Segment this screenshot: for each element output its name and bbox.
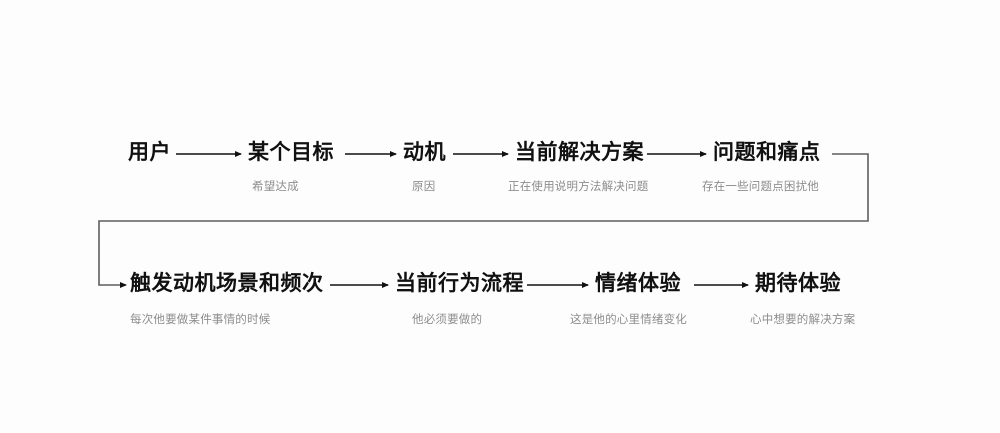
- node-expected-experience[interactable]: 期待体验: [755, 273, 841, 294]
- node-goal-label: 某个目标: [248, 141, 334, 164]
- node-current-behavior[interactable]: 当前行为流程: [395, 273, 524, 294]
- node-emotional-experience-sub: 这是他的心里情绪变化: [570, 314, 687, 326]
- wrap-connector: [98, 153, 869, 288]
- node-user-label: 用户: [128, 141, 171, 164]
- node-goal[interactable]: 某个目标: [248, 142, 334, 163]
- node-current-behavior-sub: 他必须要做的: [412, 314, 483, 326]
- node-user[interactable]: 用户: [128, 142, 171, 163]
- node-current-solution-label: 当前解决方案: [515, 141, 644, 164]
- node-emotional-experience-label: 情绪体验: [595, 272, 681, 295]
- node-current-behavior-label: 当前行为流程: [395, 272, 524, 295]
- node-trigger-scene-label: 触发动机场景和频次: [130, 272, 324, 295]
- node-motive[interactable]: 动机: [403, 142, 446, 163]
- node-motive-label: 动机: [403, 141, 446, 164]
- node-emotional-experience[interactable]: 情绪体验: [595, 273, 681, 294]
- node-expected-experience-sub: 心中想要的解决方案: [750, 314, 856, 326]
- node-expected-experience-label: 期待体验: [755, 272, 841, 295]
- node-goal-sub: 希望达成: [252, 181, 299, 193]
- node-trigger-scene-sub: 每次他要做某件事情的时候: [130, 314, 271, 326]
- node-trigger-scene[interactable]: 触发动机场景和频次: [130, 273, 324, 294]
- node-current-solution-sub: 正在使用说明方法解决问题: [508, 181, 649, 193]
- node-pain-points-sub: 存在一些问题点困扰他: [702, 181, 819, 193]
- node-motive-sub: 原因: [412, 181, 436, 193]
- node-pain-points[interactable]: 问题和痛点: [713, 142, 821, 163]
- node-pain-points-label: 问题和痛点: [713, 141, 821, 164]
- node-current-solution[interactable]: 当前解决方案: [515, 142, 644, 163]
